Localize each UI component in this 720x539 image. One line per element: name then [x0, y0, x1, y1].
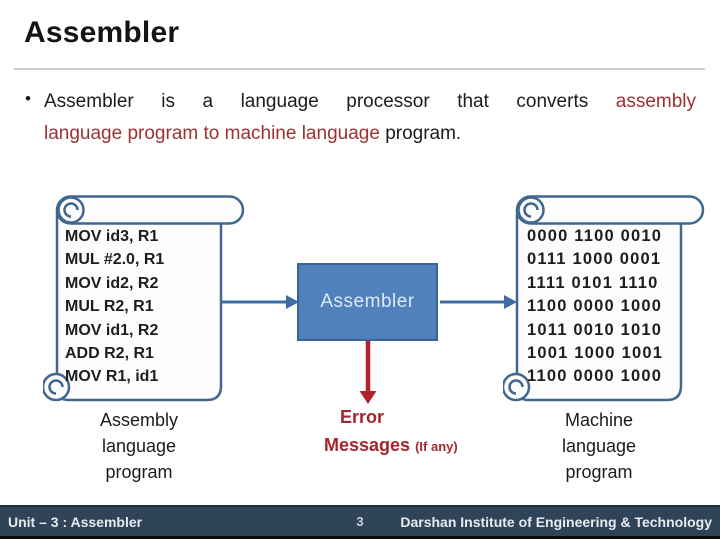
title-divider [14, 68, 705, 70]
bullet-text-black: Assembler is a language processor that c… [44, 91, 589, 112]
footer-institute-label: Darshan Institute of Engineering & Techn… [400, 513, 712, 530]
code-line: MOV id3, R1 [65, 228, 159, 245]
code-line: 0111 1000 0001 [527, 250, 662, 269]
code-line: MOV id1, R2 [65, 321, 159, 339]
assembly-program-scroll: MOV id3, R1 MUL #2.0, R1 MOV id2, R2 MUL… [43, 194, 247, 406]
bullet-text-red: language program to machine language [44, 123, 380, 144]
footer-bar: Unit – 3 : Assembler 3 Darshan Institute… [0, 505, 720, 536]
bullet-line-2: language program to machine language pro… [44, 118, 696, 150]
assembler-process-box: Assembler [297, 263, 438, 341]
bullet-icon: • [25, 89, 31, 108]
code-line: 0000 1100 0010 [527, 227, 663, 245]
footer-unit-label: Unit – 3 : Assembler [8, 513, 143, 530]
code-line: 1001 1000 1001 [527, 344, 664, 363]
error-label-line1: Error [339, 407, 384, 427]
code-line: 1100 0000 1000 [527, 297, 663, 316]
machine-scroll-caption: Machine language program [561, 410, 637, 482]
assembler-box-label: Assembler [320, 291, 415, 312]
error-label-line2: Messages (If any) [324, 435, 458, 456]
page-title: Assembler [24, 16, 180, 49]
code-line: MUL #2.0, R1 [65, 251, 165, 269]
bullet-text-red: assembly [615, 91, 696, 112]
assembly-scroll-caption: Assembly language program [99, 410, 179, 482]
machine-program-scroll: 0000 1100 0010 0111 1000 0001 1111 0101 … [503, 194, 707, 406]
assembly-code-listing: MOV id3, R1 MUL #2.0, R1 MOV id2, R2 MUL… [65, 225, 164, 389]
code-line: 1100 0000 1000 [527, 367, 663, 386]
bullet-text-black: program. [385, 123, 462, 144]
machine-code-listing: 0000 1100 0010 0111 1000 0001 1111 0101 … [527, 225, 663, 389]
error-arrow-icon [359, 341, 377, 404]
bullet-line-1: Assembler is a language processor that c… [44, 86, 696, 118]
code-line: 1011 0010 1010 [527, 320, 663, 339]
page-number: 3 [356, 514, 364, 529]
bottom-edge-strip [0, 536, 720, 539]
code-line: MUL R2, R1 [65, 298, 154, 316]
error-messages-text: Messages [324, 435, 411, 455]
code-line: 1111 0101 1110 [527, 273, 659, 292]
code-line: ADD R2, R1 [65, 345, 154, 363]
code-line: MOV R1, id1 [65, 368, 159, 386]
bullet-paragraph: Assembler is a language processor that c… [44, 86, 696, 150]
error-if-any-text: (If any) [415, 439, 458, 454]
code-line: MOV id2, R2 [65, 274, 159, 292]
